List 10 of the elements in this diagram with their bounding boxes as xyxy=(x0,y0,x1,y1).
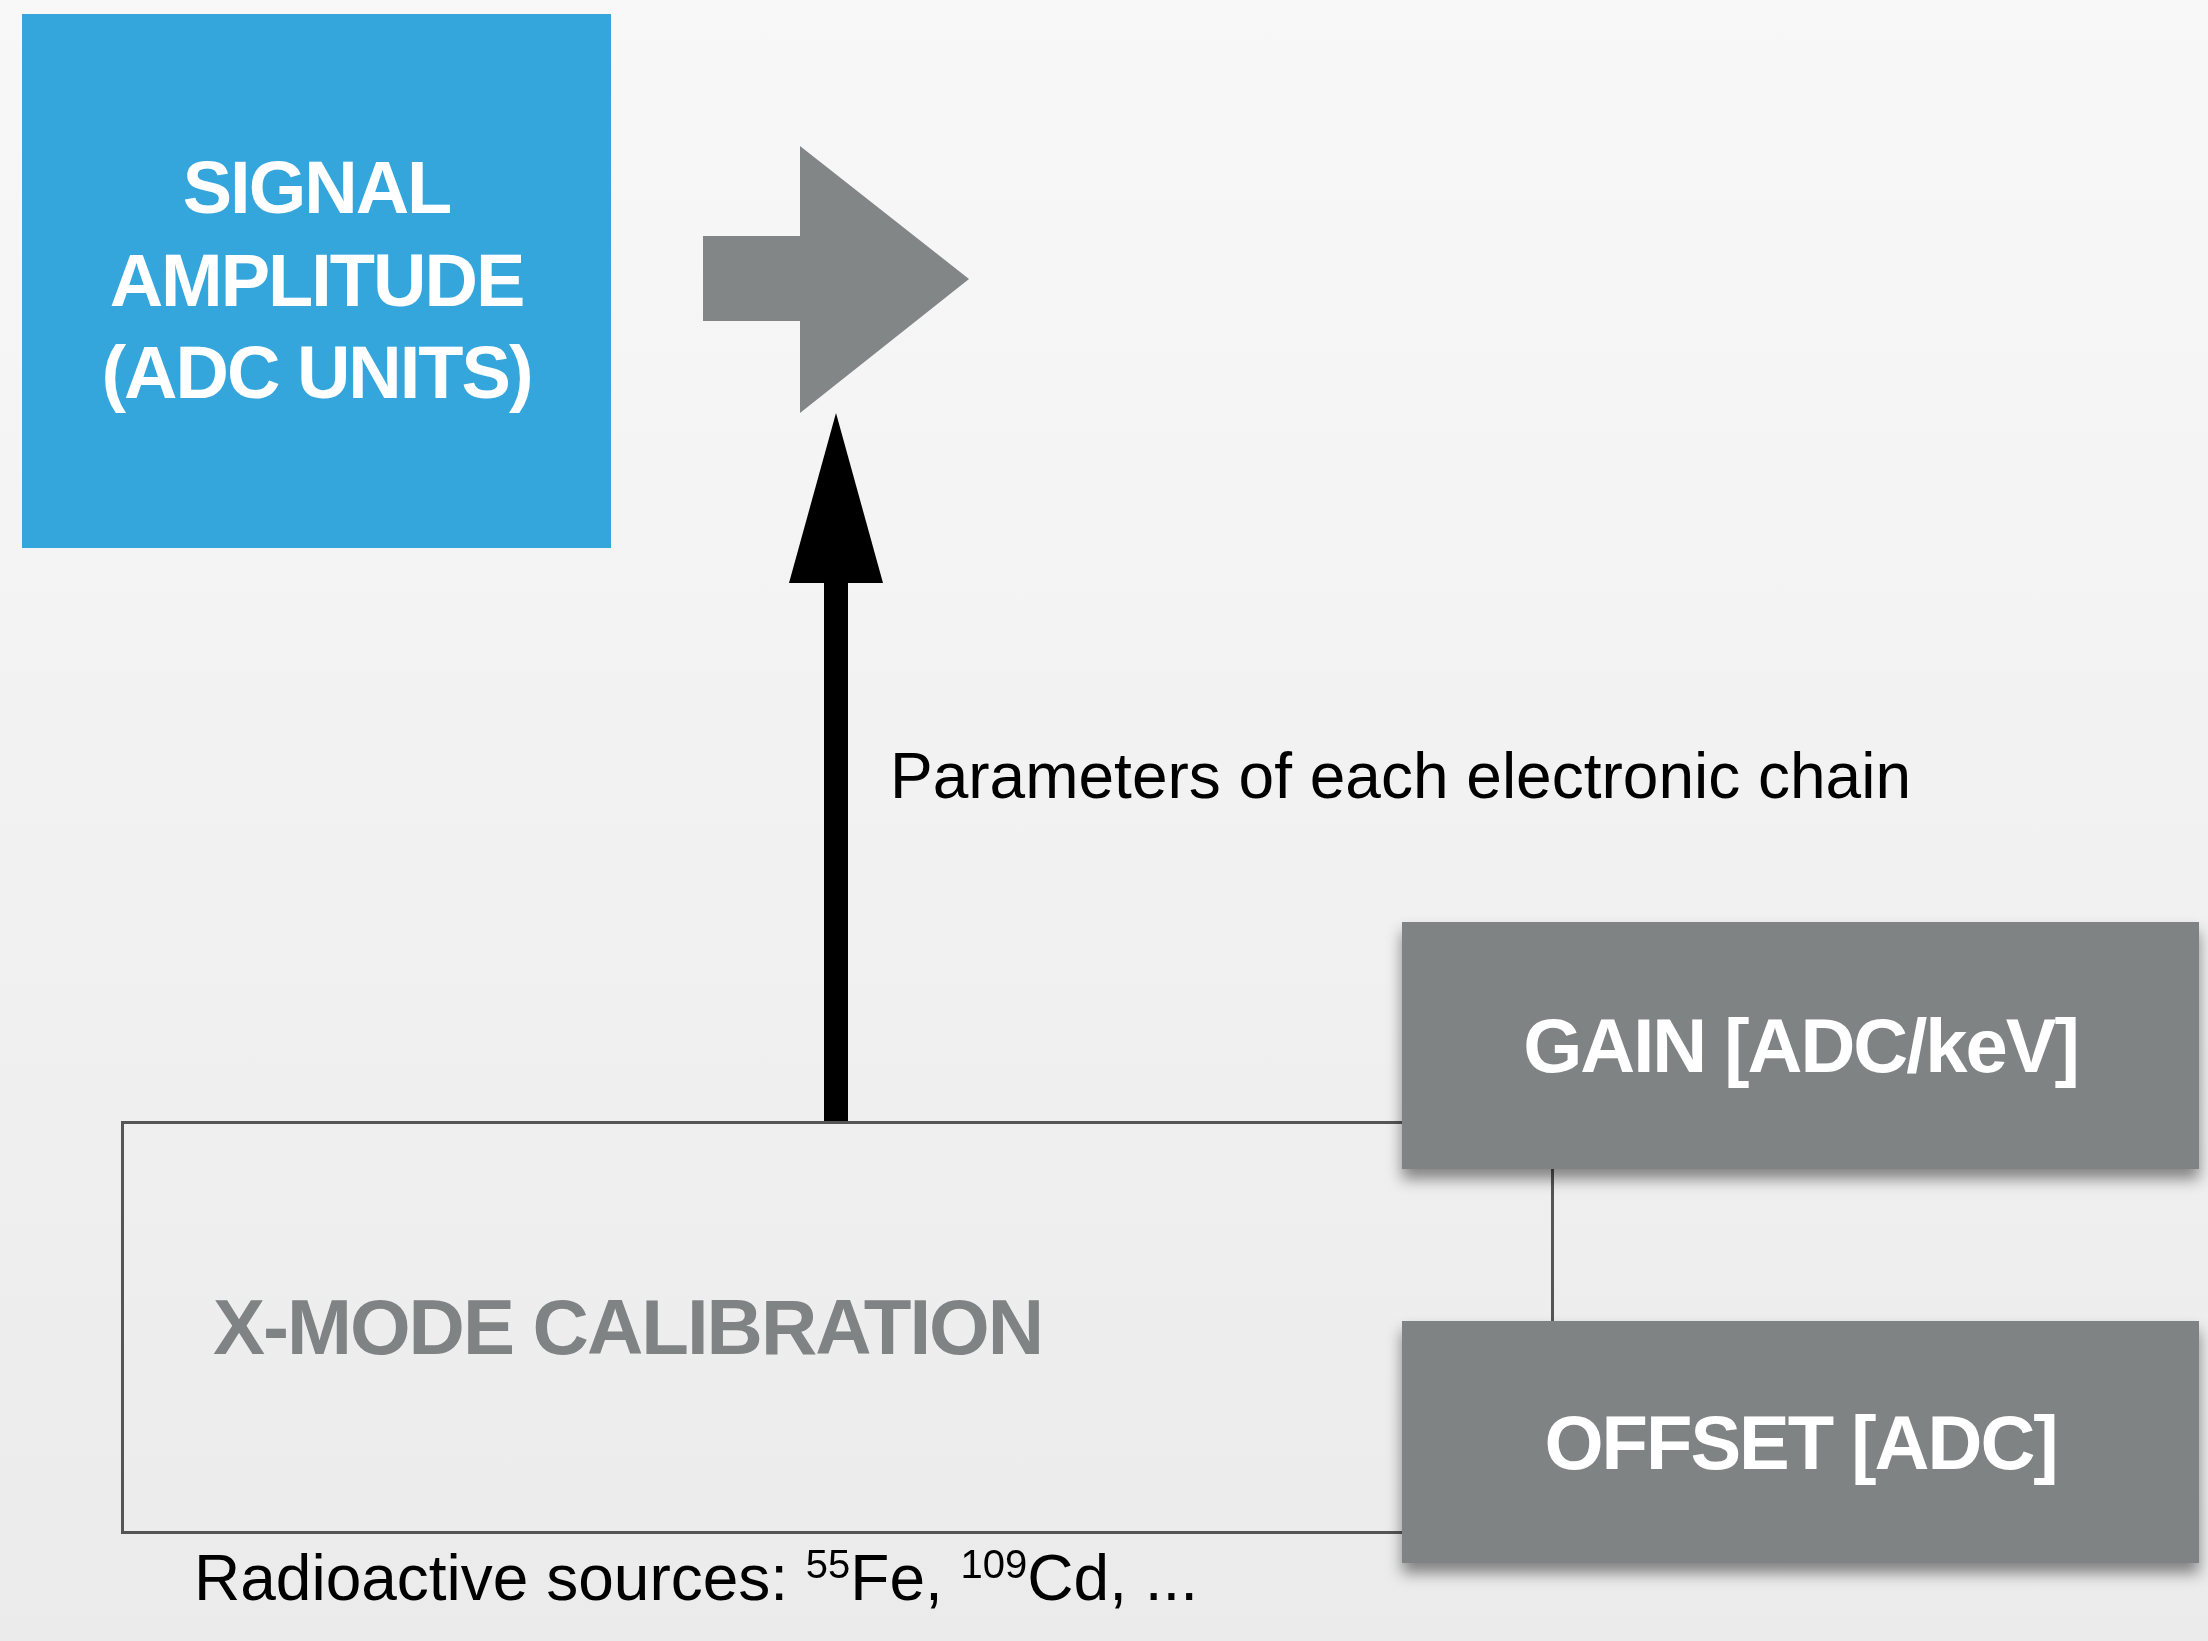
parameter-box xyxy=(1402,922,2199,1169)
arrow xyxy=(789,413,883,1121)
caption-text: Radioactive sources: $^{55}$Fe, $^{109}$Cd, ... xyxy=(194,1541,1199,1615)
node-label: X-MODE CALIBRATION xyxy=(211,1281,1044,1373)
node-label: GAIN [ADC/keV] xyxy=(1522,1002,2079,1090)
signal-box xyxy=(22,14,611,548)
node-label: SIGNAL AMPLITUDE (ADC UNITS) xyxy=(100,145,533,417)
node-label: OFFSET [ADC] xyxy=(1543,1398,2058,1487)
arrow-shape xyxy=(703,146,969,413)
parameter-box xyxy=(1402,1321,2199,1563)
